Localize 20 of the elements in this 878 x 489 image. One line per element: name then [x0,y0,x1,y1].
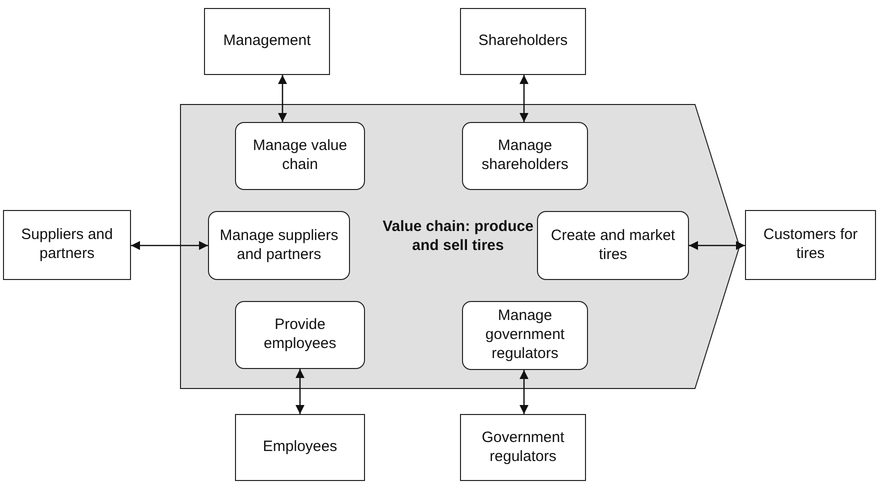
double-arrow [296,369,304,414]
double-arrow [131,241,208,250]
stakeholder-box: Shareholders [460,8,586,75]
process-box: Provide employees [235,301,365,369]
stakeholder-box: Employees [235,414,365,481]
process-box: Manage suppliers and partners [208,211,350,280]
stakeholder-box: Government regulators [460,414,586,481]
process-box: Manage value chain [235,122,365,190]
value-chain-shape [180,104,740,389]
double-arrow [689,241,745,250]
double-arrow [520,75,528,122]
stakeholder-box: Customers for tires [745,210,876,280]
stakeholder-box: Suppliers and partners [3,210,131,280]
process-box: Create and market tires [537,211,689,280]
process-box: Manage government regulators [462,301,588,370]
double-arrow [278,75,287,122]
stakeholder-box: Management [204,8,330,75]
value-chain-title: Value chain: produce and sell tires [382,218,534,256]
double-arrow [520,370,528,414]
process-box: Manage shareholders [462,122,588,190]
